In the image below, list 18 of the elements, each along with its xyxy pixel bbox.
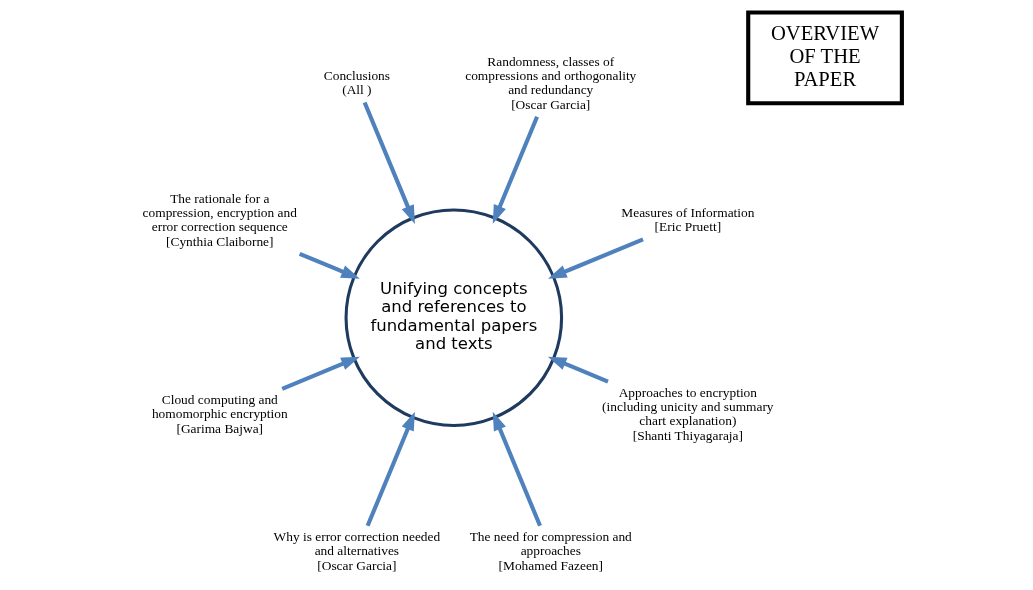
arrow bbox=[492, 115, 539, 224]
arrow bbox=[298, 251, 360, 279]
arrow bbox=[362, 101, 415, 224]
arrow bbox=[547, 237, 644, 279]
arrow bbox=[492, 411, 542, 527]
node-text: The rationale for a compression, encryption and error correction sequence [Cynthia Claiborne] bbox=[142, 190, 297, 249]
node-text: The need for compression and approaches [Mohamed Fazeen] bbox=[469, 528, 632, 573]
node-text: Measures of Information [Eric Pruett] bbox=[620, 205, 754, 235]
node-text: Cloud computing and homomorphic encryption [Garima Bajwa] bbox=[151, 391, 288, 436]
arrow bbox=[280, 356, 360, 391]
arrow bbox=[365, 411, 415, 527]
node-text: Randomness, classes of compressions and orthogonality and redundancy [Oscar Garcia] bbox=[464, 53, 636, 112]
node-text: Approaches to encryption (including unicity and summary chart explanation) [Shanti Thiyagaraja] bbox=[601, 384, 774, 443]
node-box: OVERVIEW OF THE PAPER bbox=[745, 10, 904, 106]
arrow bbox=[547, 356, 609, 384]
node-text: Conclusions (All ) bbox=[323, 67, 390, 98]
node-text: Why is error correction needed and alternatives [Oscar Garcia] bbox=[273, 528, 440, 573]
node-circle: Unifying concepts and references to fundamental papers and texts bbox=[344, 208, 563, 427]
